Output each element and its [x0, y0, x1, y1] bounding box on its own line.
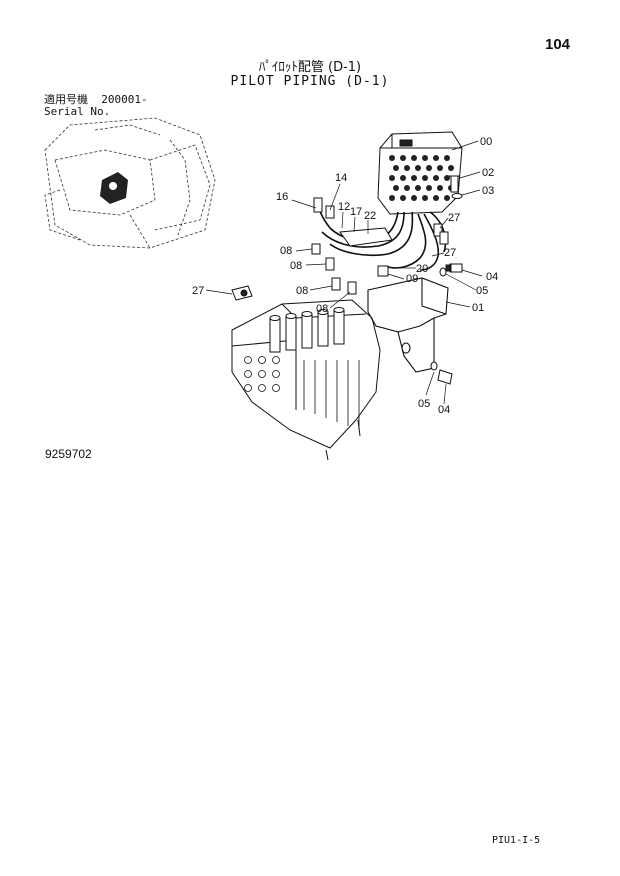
callout-04-upper: 04: [486, 271, 498, 283]
bolt-04-upper: [445, 263, 463, 273]
callout-12: 12: [338, 201, 350, 213]
page-number: 104: [545, 36, 571, 53]
callout-09: 09: [406, 273, 418, 285]
valve-spool: [269, 317, 281, 353]
washer-05-lower: [430, 361, 438, 371]
valve-port: [389, 155, 395, 161]
callout-02: 02: [482, 167, 494, 179]
callout-27-upper: 27: [448, 212, 460, 224]
valve-spool: [333, 309, 345, 345]
valve-port-hole: [272, 356, 280, 364]
valve-port-hole: [244, 370, 252, 378]
elbow-fittings: [311, 243, 389, 295]
machine-overview-thumbnail: [44, 117, 216, 249]
fitting-27-left: [231, 285, 253, 301]
callout-08-a: 08: [280, 245, 292, 257]
valve-port: [444, 195, 450, 201]
highlighted-valve-block: [100, 172, 128, 204]
valve-port: [411, 155, 417, 161]
valve-port: [448, 165, 454, 171]
callout-05-lower: 05: [418, 398, 430, 410]
valve-port: [400, 155, 406, 161]
callout-22: 22: [364, 210, 376, 222]
figure-number: 9259702: [45, 447, 92, 461]
spool-cap: [269, 315, 281, 321]
callout-08-d: 08: [316, 303, 328, 315]
valve-spools: [269, 307, 345, 353]
callout-00: 00: [480, 136, 492, 148]
valve-port: [422, 195, 428, 201]
callout-16: 16: [276, 191, 288, 203]
callout-08-b: 08: [290, 260, 302, 272]
valve-ports: [389, 155, 454, 201]
valve-port: [444, 155, 450, 161]
valve-port: [389, 175, 395, 181]
valve-port: [400, 195, 406, 201]
serial-number: 200001-: [101, 93, 148, 106]
valve-port: [422, 155, 428, 161]
callout-17: 17: [350, 206, 362, 218]
valve-port: [393, 185, 399, 191]
valve-port-hole: [244, 384, 252, 392]
valve-port: [415, 165, 421, 171]
hose-fittings: [313, 197, 449, 247]
callout-08-c: 08: [296, 285, 308, 297]
valve-port: [389, 195, 395, 201]
footer-code: PIU1-I-5: [492, 835, 541, 846]
serial-label-japanese: 適用号機: [44, 93, 88, 106]
serial-label-english: Serial No.: [44, 105, 111, 118]
valve-port-hole: [272, 370, 280, 378]
valve-port-hole: [244, 356, 252, 364]
spool-cap: [301, 311, 313, 317]
valve-port-hole: [258, 370, 266, 378]
valve-port: [400, 175, 406, 181]
leader-lines: [205, 140, 483, 405]
bolt-04-lower: [437, 369, 453, 385]
valve-port: [433, 195, 439, 201]
washer-03: [451, 193, 463, 199]
valve-body-details: [244, 356, 360, 430]
callout-01: 01: [472, 302, 484, 314]
valve-port: [426, 185, 432, 191]
callouts: 00 02 03 14 16 12 17 22 27 08 08 27 20 0…: [192, 136, 498, 416]
callout-14: 14: [335, 172, 347, 184]
spool-cap: [285, 313, 297, 319]
pilot-valve-block: [377, 131, 463, 215]
valve-port: [404, 165, 410, 171]
valve-port-hole: [258, 356, 266, 364]
callout-27-middle: 27: [444, 247, 456, 259]
spool-cap: [333, 307, 345, 313]
valve-port: [415, 185, 421, 191]
callout-27-left: 27: [192, 285, 204, 297]
valve-port: [444, 175, 450, 181]
washer-05-upper: [439, 267, 447, 277]
valve-port: [437, 165, 443, 171]
callout-05-upper: 05: [476, 285, 488, 297]
page-title-japanese: ﾊﾟｲﾛｯﾄ配管 (D-1): [258, 60, 362, 75]
valve-spool: [317, 311, 329, 347]
callout-04-lower: 04: [438, 404, 450, 416]
valve-port: [426, 165, 432, 171]
valve-port: [411, 195, 417, 201]
bracket-01: [367, 277, 449, 373]
page-title-english: PILOT PIPING (D-1): [230, 74, 390, 89]
valve-port: [433, 155, 439, 161]
callout-20: 20: [416, 263, 428, 275]
valve-spool: [285, 315, 297, 351]
valve-port: [411, 175, 417, 181]
valve-spool: [301, 313, 313, 349]
valve-port: [433, 175, 439, 181]
valve-port: [422, 175, 428, 181]
valve-port-hole: [272, 384, 280, 392]
valve-port: [404, 185, 410, 191]
serial-block: 適用号機 200001- Serial No.: [44, 94, 148, 118]
spool-cap: [317, 309, 329, 315]
valve-port-hole: [258, 384, 266, 392]
valve-port: [393, 165, 399, 171]
bolt-02: [449, 175, 460, 193]
callout-03: 03: [482, 185, 494, 197]
valve-port: [437, 185, 443, 191]
